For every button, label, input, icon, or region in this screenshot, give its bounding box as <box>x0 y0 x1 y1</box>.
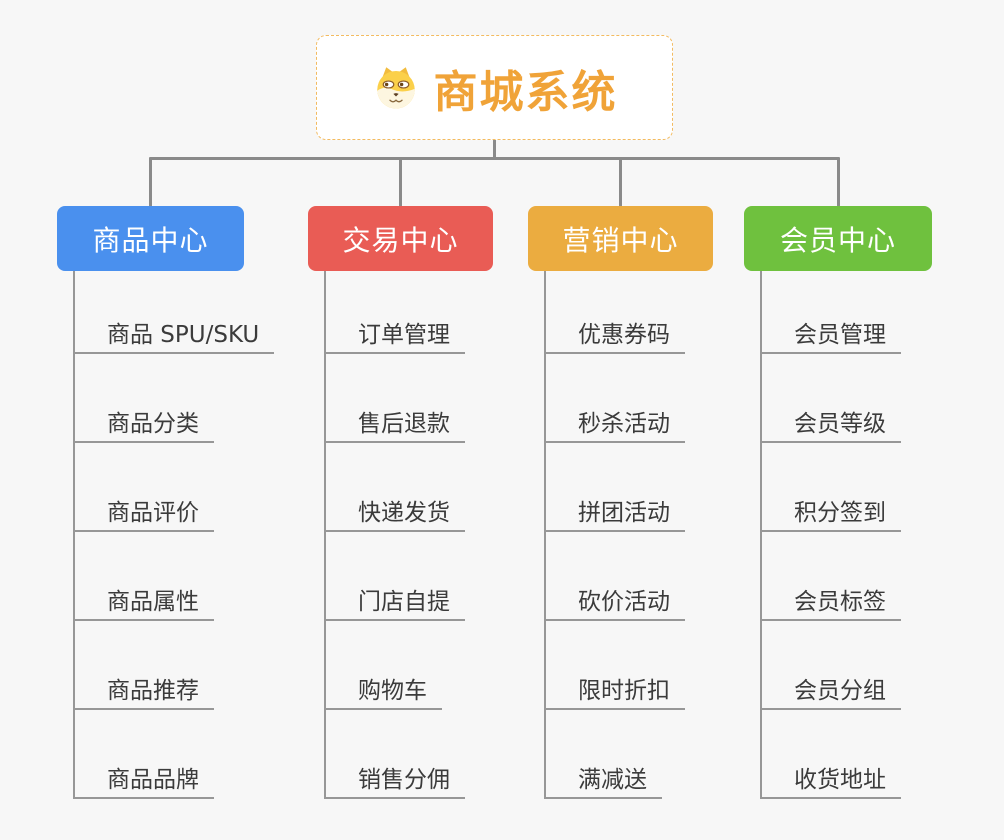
child-node[interactable]: 会员管理 <box>762 271 901 354</box>
child-label: 购物车 <box>358 678 427 704</box>
child-node[interactable]: 限时折扣 <box>546 621 685 710</box>
child-node[interactable]: 会员标签 <box>762 532 901 621</box>
child-label: 收货地址 <box>794 767 886 793</box>
branch-children-trade: 订单管理 售后退款 快递发货 门店自提 购物车 销售分佣 <box>324 271 465 799</box>
child-label: 拼团活动 <box>578 500 670 526</box>
child-label: 快递发货 <box>358 500 450 526</box>
child-node[interactable]: 会员分组 <box>762 621 901 710</box>
child-node[interactable]: 门店自提 <box>326 532 465 621</box>
branch-children-product: 商品 SPU/SKU 商品分类 商品评价 商品属性 商品推荐 商品品牌 <box>73 271 275 799</box>
connector-drop-product <box>149 157 152 207</box>
child-label: 会员标签 <box>794 589 886 615</box>
child-label: 限时折扣 <box>578 678 670 704</box>
branch-member-center: 会员中心 会员管理 会员等级 积分签到 会员标签 会员分组 收货地址 <box>744 206 932 799</box>
branch-node-product-center[interactable]: 商品中心 <box>57 206 244 271</box>
child-node[interactable]: 收货地址 <box>762 710 901 799</box>
child-node[interactable]: 拼团活动 <box>546 443 685 532</box>
child-label: 商品推荐 <box>107 678 199 704</box>
child-node[interactable]: 商品分类 <box>75 354 214 443</box>
child-label: 砍价活动 <box>578 589 670 615</box>
child-node[interactable]: 优惠券码 <box>546 271 685 354</box>
child-node[interactable]: 商品品牌 <box>75 710 214 799</box>
child-node[interactable]: 满减送 <box>546 710 662 799</box>
child-label: 会员管理 <box>794 322 886 348</box>
child-label: 订单管理 <box>358 322 450 348</box>
child-node[interactable]: 售后退款 <box>326 354 465 443</box>
connector-drop-marketing <box>619 157 622 207</box>
child-label: 商品分类 <box>107 411 199 437</box>
branch-node-marketing-center[interactable]: 营销中心 <box>528 206 713 271</box>
child-node[interactable]: 销售分佣 <box>326 710 465 799</box>
child-label: 会员等级 <box>794 411 886 437</box>
child-node[interactable]: 商品属性 <box>75 532 214 621</box>
child-label: 商品品牌 <box>107 767 199 793</box>
child-label: 销售分佣 <box>358 767 450 793</box>
child-label: 商品属性 <box>107 589 199 615</box>
child-node[interactable]: 商品 SPU/SKU <box>75 271 275 354</box>
child-node[interactable]: 会员等级 <box>762 354 901 443</box>
child-node[interactable]: 秒杀活动 <box>546 354 685 443</box>
branch-trade-center: 交易中心 订单管理 售后退款 快递发货 门店自提 购物车 销售分佣 <box>308 206 493 799</box>
branch-product-center: 商品中心 商品 SPU/SKU 商品分类 商品评价 商品属性 商品推荐 商品品牌 <box>57 206 275 799</box>
child-node[interactable]: 购物车 <box>326 621 442 710</box>
child-node[interactable]: 砍价活动 <box>546 532 685 621</box>
child-node[interactable]: 积分签到 <box>762 443 901 532</box>
dog-face-icon <box>376 67 415 109</box>
connector-drop-trade <box>399 157 402 207</box>
branch-children-marketing: 优惠券码 秒杀活动 拼团活动 砍价活动 限时折扣 满减送 <box>544 271 685 799</box>
child-label: 积分签到 <box>794 500 886 526</box>
branch-label: 商品中心 <box>92 223 209 257</box>
branch-label: 营销中心 <box>562 223 679 257</box>
child-node[interactable]: 订单管理 <box>326 271 465 354</box>
connector-root-drop <box>493 139 496 160</box>
child-node[interactable]: 商品推荐 <box>75 621 214 710</box>
child-label: 售后退款 <box>358 411 450 437</box>
child-label: 满减送 <box>578 767 647 793</box>
branch-label: 交易中心 <box>342 223 459 257</box>
child-label: 会员分组 <box>794 678 886 704</box>
branch-label: 会员中心 <box>779 223 896 257</box>
child-label: 商品评价 <box>107 500 199 526</box>
child-label: 秒杀活动 <box>578 411 670 437</box>
child-label: 商品 SPU/SKU <box>107 322 260 348</box>
root-node[interactable]: 商城系统 <box>316 35 673 140</box>
root-title: 商城系统 <box>433 66 618 118</box>
branch-children-member: 会员管理 会员等级 积分签到 会员标签 会员分组 收货地址 <box>760 271 901 799</box>
child-node[interactable]: 快递发货 <box>326 443 465 532</box>
branch-node-member-center[interactable]: 会员中心 <box>744 206 932 271</box>
child-label: 门店自提 <box>358 589 450 615</box>
child-node[interactable]: 商品评价 <box>75 443 214 532</box>
branch-node-trade-center[interactable]: 交易中心 <box>308 206 493 271</box>
branch-marketing-center: 营销中心 优惠券码 秒杀活动 拼团活动 砍价活动 限时折扣 满减送 <box>528 206 713 799</box>
connector-drop-member <box>837 157 840 207</box>
connector-bus <box>149 157 840 160</box>
child-label: 优惠券码 <box>578 322 670 348</box>
